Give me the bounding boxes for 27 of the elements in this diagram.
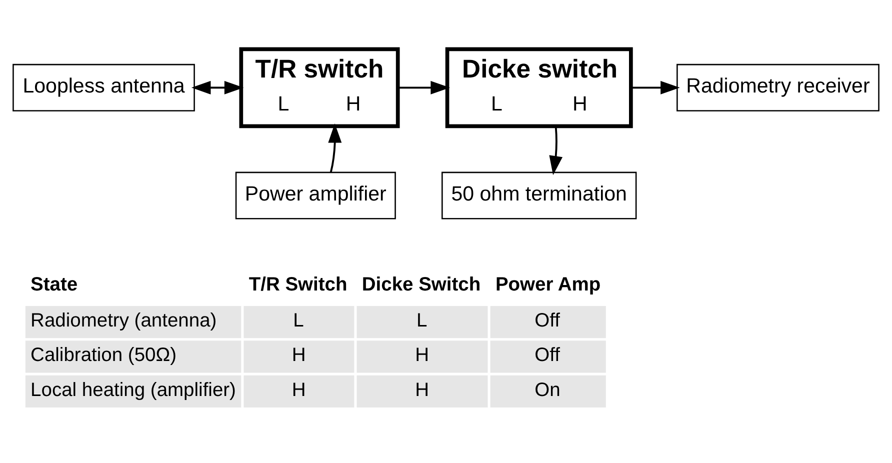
node-box: Power amplifier bbox=[235, 172, 396, 220]
arrow bbox=[398, 80, 450, 94]
label: H bbox=[292, 345, 306, 366]
label: On bbox=[534, 380, 560, 401]
label: L bbox=[416, 310, 428, 332]
label: H bbox=[415, 380, 430, 401]
label: Calibration (50Ω) bbox=[30, 345, 177, 366]
label: Radiometry (antenna) bbox=[30, 310, 217, 332]
label: State bbox=[30, 274, 78, 296]
node-box: Radiometry receiver bbox=[676, 64, 880, 112]
label: T/R Switch bbox=[248, 274, 348, 296]
label: Local heating (amplifier) bbox=[30, 380, 236, 401]
label: H bbox=[292, 380, 306, 401]
arrow bbox=[631, 80, 680, 94]
label: Off bbox=[534, 310, 560, 332]
node-box: Dicke switch L H bbox=[445, 47, 633, 128]
label: Power Amp bbox=[495, 274, 601, 296]
arrow bbox=[328, 123, 342, 172]
label: L bbox=[293, 310, 304, 332]
label: H bbox=[415, 345, 430, 366]
arrow bbox=[191, 80, 244, 94]
label: Dicke Switch bbox=[362, 274, 481, 296]
node-box: Loopless antenna bbox=[12, 64, 195, 112]
arrow bbox=[549, 126, 563, 176]
label: Off bbox=[534, 345, 560, 366]
node-box: 50 ohm termination bbox=[442, 172, 637, 220]
node-box: T/R switch L H bbox=[239, 47, 400, 128]
